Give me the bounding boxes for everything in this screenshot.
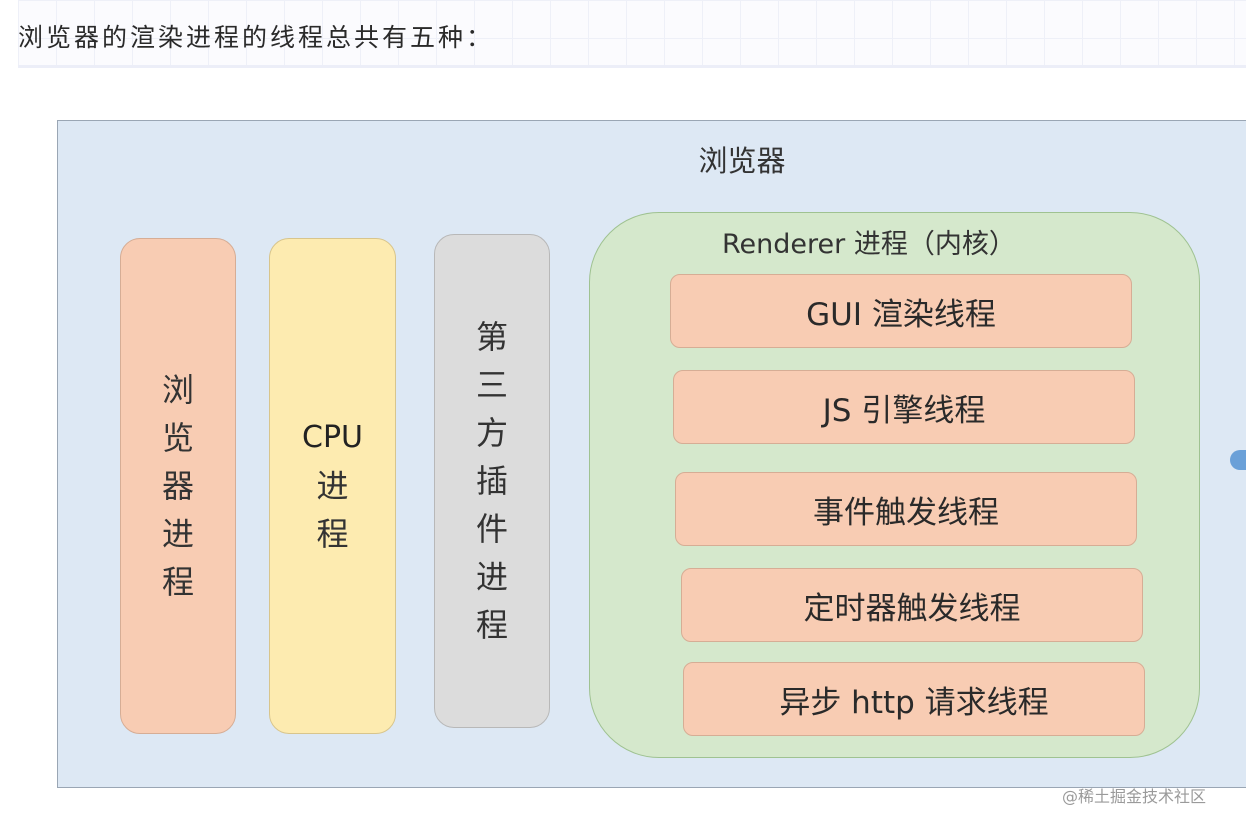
event-trigger-thread: 事件触发线程 <box>675 472 1137 546</box>
connector-handle <box>1230 450 1246 470</box>
heading-band <box>18 0 1246 68</box>
timer-trigger-thread: 定时器触发线程 <box>681 568 1143 642</box>
plugin-process-char: 插 <box>475 462 508 500</box>
async-http-thread: 异步 http 请求线程 <box>683 662 1145 736</box>
plugin-process-char: 进 <box>475 558 508 596</box>
browser-process-char: 进 <box>161 515 194 553</box>
browser-process-char: 程 <box>161 563 194 601</box>
plugin-process-char: 三 <box>475 366 508 404</box>
browser-label: 浏览器 <box>698 144 786 178</box>
browser-process-char: 器 <box>161 467 194 505</box>
plugin-process-char: 方 <box>475 414 508 452</box>
js-engine-thread: JS 引擎线程 <box>673 370 1135 444</box>
renderer-process-title: Renderer 进程（内核） <box>722 229 1016 260</box>
cpu-process-char: 程 <box>316 515 349 553</box>
plugin-process-char: 件 <box>475 510 508 548</box>
plugin-process-char: 程 <box>475 606 508 644</box>
gui-render-thread: GUI 渲染线程 <box>670 274 1132 348</box>
plugin-process-box: 第 三 方 插 件 进 程 <box>434 234 550 728</box>
browser-process-char: 览 <box>161 419 194 457</box>
watermark: @稀土掘金技术社区 <box>1062 787 1207 806</box>
browser-process-char: 浏 <box>161 371 194 409</box>
plugin-process-char: 第 <box>475 318 508 356</box>
cpu-process-box: CPU 进 程 <box>269 238 396 734</box>
cpu-process-char: 进 <box>316 467 349 505</box>
cpu-process-latin: CPU <box>302 420 363 455</box>
page-heading: 浏览器的渲染进程的线程总共有五种： <box>18 23 495 52</box>
browser-process-box: 浏 览 器 进 程 <box>120 238 236 734</box>
